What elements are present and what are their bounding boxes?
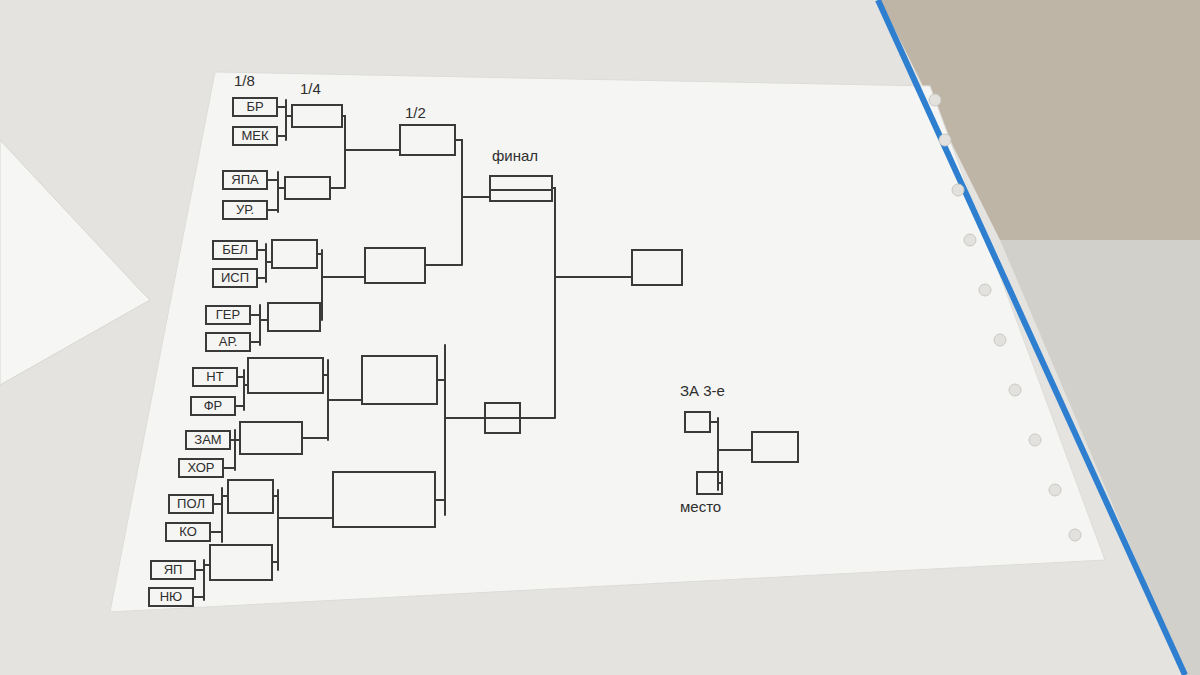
bracket-line bbox=[272, 490, 333, 570]
team-box: ФР bbox=[190, 396, 236, 416]
round-label: 1/2 bbox=[405, 104, 426, 121]
team-name: ЗАМ bbox=[191, 433, 224, 447]
hole bbox=[952, 184, 964, 196]
hole bbox=[1009, 384, 1021, 396]
team-box: НЮ bbox=[148, 587, 194, 607]
team-name: ЯПА bbox=[228, 173, 261, 187]
bracket-line bbox=[258, 244, 272, 282]
quarter-box bbox=[292, 105, 342, 127]
team-name: ГЕР bbox=[213, 308, 243, 322]
hole bbox=[979, 284, 991, 296]
team-name: ПОЛ bbox=[174, 497, 208, 511]
team-box: БЕЛ bbox=[212, 240, 258, 260]
round-label: место bbox=[680, 498, 721, 515]
team-box: ХОР bbox=[178, 458, 224, 478]
bracket-line bbox=[710, 418, 752, 490]
punch-holes bbox=[929, 94, 1081, 541]
bracket-line bbox=[520, 188, 632, 418]
semi-box bbox=[333, 472, 435, 527]
team-name: БР bbox=[243, 100, 266, 114]
team-name: ИСП bbox=[218, 271, 252, 285]
quarter-box bbox=[268, 303, 320, 331]
team-name: ЯП bbox=[161, 563, 186, 577]
final-divider bbox=[490, 189, 552, 191]
bracket-line bbox=[268, 172, 285, 212]
bracket-line bbox=[317, 250, 365, 320]
team-name: НТ bbox=[203, 370, 226, 384]
team-box: ИСП bbox=[212, 268, 258, 288]
binder-edge bbox=[878, 0, 1185, 675]
bracket-line bbox=[435, 345, 485, 515]
card bbox=[0, 140, 150, 385]
final-box bbox=[490, 176, 552, 201]
team-box: УР. bbox=[222, 200, 268, 220]
team-box: ЯП bbox=[150, 560, 196, 580]
team-name: БЕЛ bbox=[219, 243, 251, 257]
team-name: МЕК bbox=[238, 129, 271, 143]
hole bbox=[1069, 529, 1081, 541]
team-name: АР. bbox=[216, 335, 241, 349]
final-divider bbox=[485, 417, 520, 419]
team-box: АР. bbox=[205, 332, 251, 352]
bracket-line bbox=[251, 305, 268, 345]
semi-box bbox=[365, 248, 425, 283]
quarter-box bbox=[210, 545, 272, 580]
quarter-box bbox=[272, 240, 317, 268]
bracket-line bbox=[302, 360, 362, 440]
team-box: МЕК bbox=[232, 126, 278, 146]
round-label: 1/8 bbox=[234, 72, 255, 89]
final-box bbox=[485, 403, 520, 433]
bracket-line bbox=[330, 116, 400, 188]
team-box: БР bbox=[232, 97, 278, 117]
team-name: ФР bbox=[201, 399, 226, 413]
team-box: ГЕР bbox=[205, 305, 251, 325]
team-box: ПОЛ bbox=[168, 494, 214, 514]
team-box: ЯПА bbox=[222, 170, 268, 190]
team-box: КО bbox=[165, 522, 211, 542]
quarter-box bbox=[248, 358, 323, 393]
bracket-line bbox=[194, 560, 210, 600]
hole bbox=[1049, 484, 1061, 496]
hole bbox=[994, 334, 1006, 346]
bracket-line bbox=[278, 100, 292, 140]
hole bbox=[964, 234, 976, 246]
bracket-line bbox=[425, 140, 490, 265]
winner-box bbox=[632, 250, 682, 285]
team-name: КО bbox=[176, 525, 200, 539]
semi-box bbox=[362, 356, 437, 404]
quarter-box bbox=[240, 422, 302, 454]
team-name: НЮ bbox=[157, 590, 186, 604]
round-label: финал bbox=[492, 147, 538, 164]
bracket-line bbox=[224, 430, 240, 470]
third-place-winner-box bbox=[752, 432, 798, 462]
hole bbox=[939, 134, 951, 146]
round-label: 1/4 bbox=[300, 80, 321, 97]
paper-sheet bbox=[110, 72, 1105, 612]
team-name: ХОР bbox=[184, 461, 217, 475]
bracket bbox=[194, 100, 798, 600]
hole bbox=[929, 94, 941, 106]
round-label: ЗА 3-е bbox=[680, 382, 725, 399]
quarter-box bbox=[285, 177, 330, 199]
team-box: ЗАМ bbox=[185, 430, 231, 450]
semi-box bbox=[400, 125, 455, 155]
team-box: НТ bbox=[192, 367, 238, 387]
hole bbox=[1029, 434, 1041, 446]
third-place-box bbox=[685, 412, 710, 432]
team-name: УР. bbox=[233, 203, 257, 217]
quarter-box bbox=[228, 480, 273, 513]
